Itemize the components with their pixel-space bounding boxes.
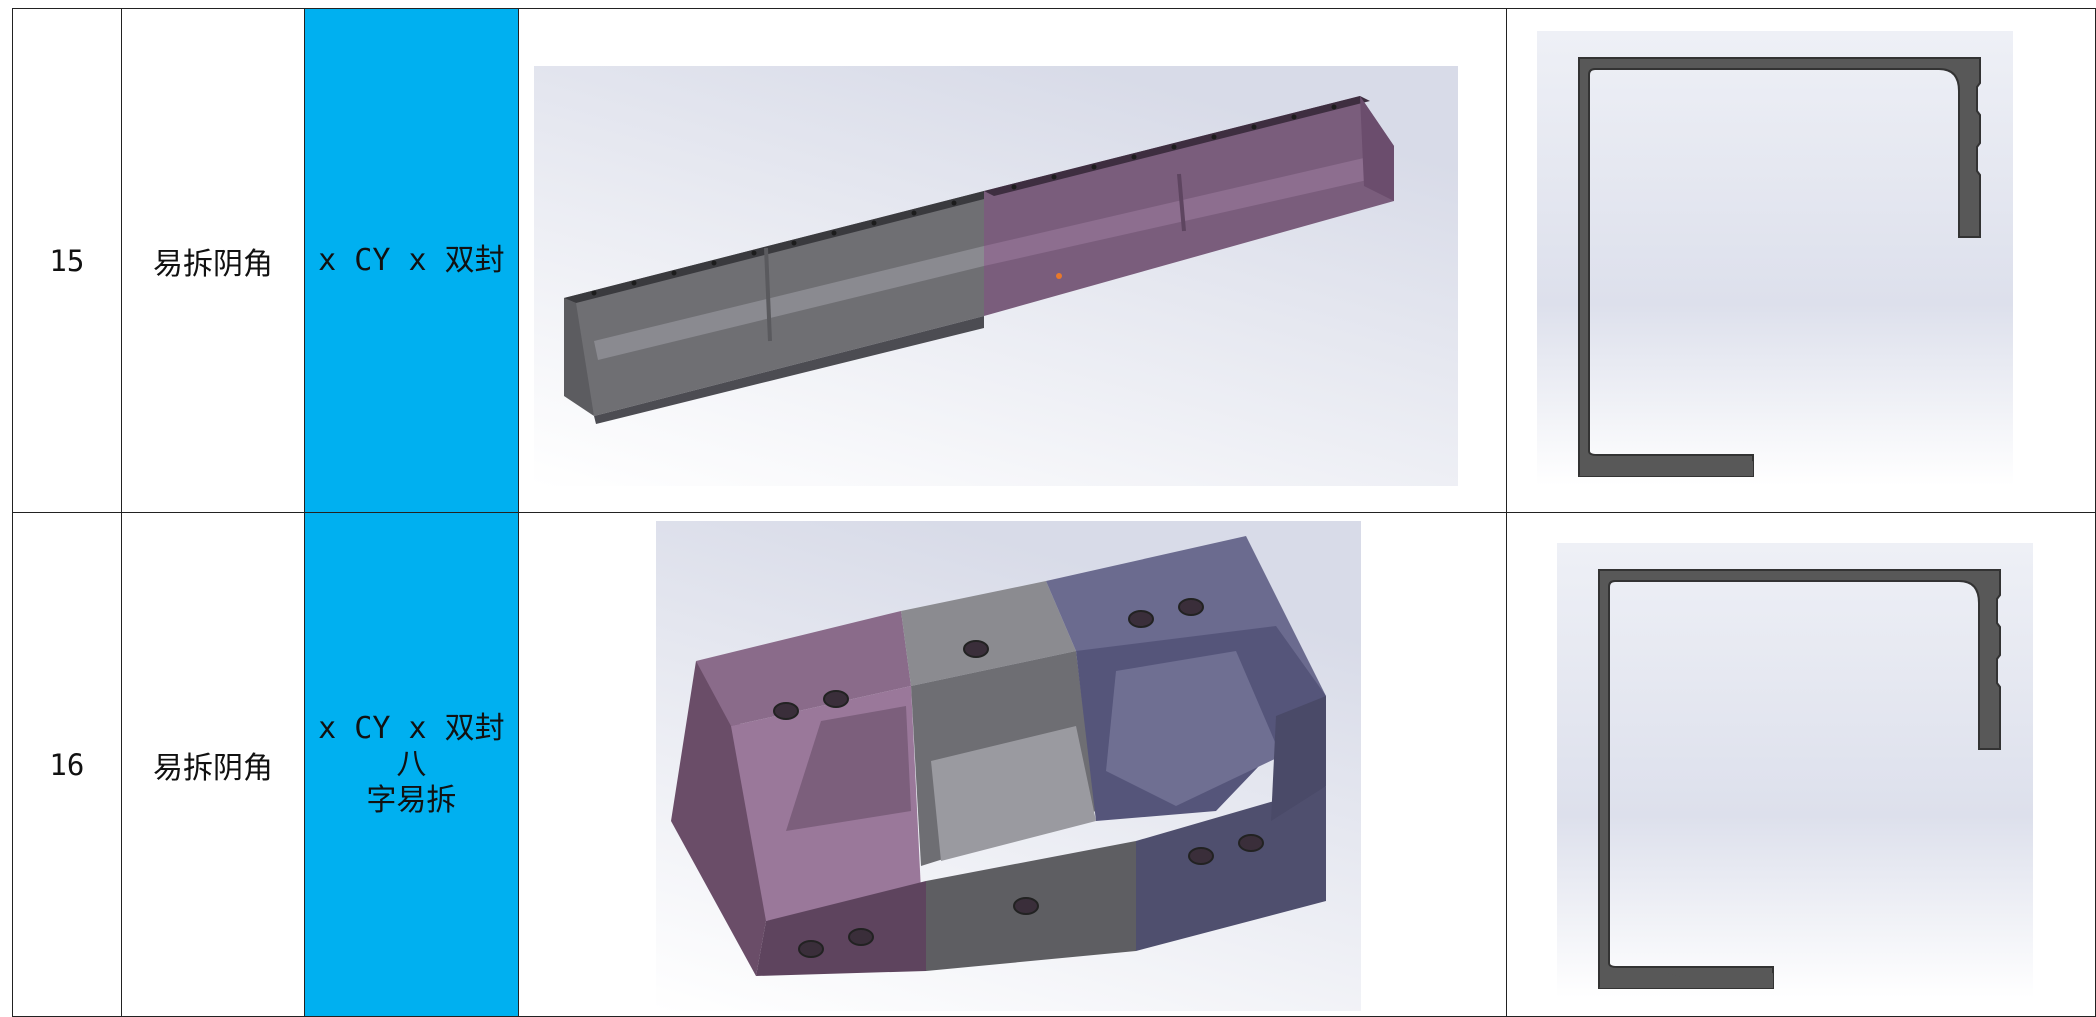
profile-cell[interactable] xyxy=(1506,8,2096,513)
model-text-line2: 字易拆 xyxy=(366,782,457,818)
table-row: 16 易拆阴角 x CY x 双封八 字易拆 xyxy=(12,512,2096,1017)
profile-cell[interactable] xyxy=(1506,512,2096,1017)
render-cell[interactable] xyxy=(517,8,1508,513)
product-name[interactable]: 易拆阴角 xyxy=(120,8,306,513)
product-table: 15 易拆阴角 x CY x 双封 xyxy=(12,8,2096,1017)
model-cell[interactable]: x CY x 双封 xyxy=(304,8,519,513)
table-row: 15 易拆阴角 x CY x 双封 xyxy=(12,8,2096,513)
cross-section-image xyxy=(1537,31,2014,486)
model-text: x CY x 双封 xyxy=(318,242,505,278)
row-number[interactable]: 15 xyxy=(12,8,122,513)
cross-section-image xyxy=(1557,543,2034,998)
3d-render-image xyxy=(533,66,1458,486)
render-cell[interactable] xyxy=(517,512,1508,1017)
model-cell[interactable]: x CY x 双封八 字易拆 xyxy=(304,512,519,1017)
product-name[interactable]: 易拆阴角 xyxy=(120,512,306,1017)
model-text-line1: x CY x 双封八 xyxy=(318,710,505,782)
row-number[interactable]: 16 xyxy=(12,512,122,1017)
3d-render-image xyxy=(655,521,1361,1011)
